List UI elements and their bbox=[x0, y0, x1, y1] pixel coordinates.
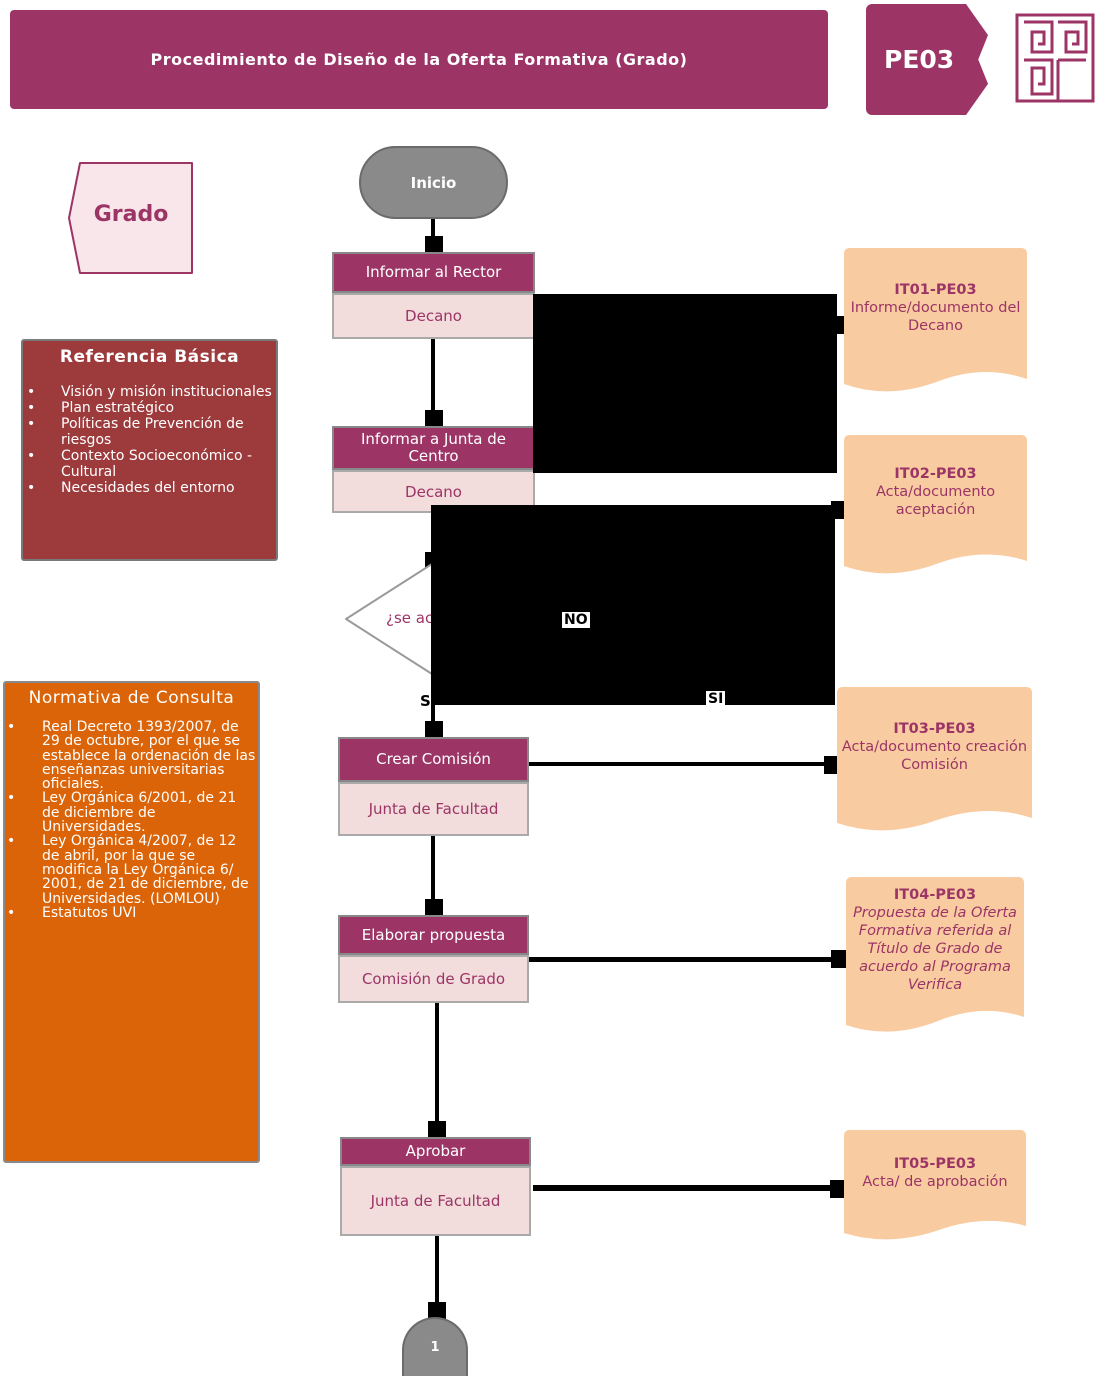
page-title: Procedimiento de Diseño de la Oferta For… bbox=[150, 50, 688, 69]
scope-label: Grado bbox=[93, 202, 169, 227]
flow-connector bbox=[431, 337, 435, 427]
document-text: Acta/documento aceptación bbox=[875, 484, 996, 518]
document-code: IT04-PE03 bbox=[893, 887, 977, 903]
step-action-label: Aprobar bbox=[405, 1142, 466, 1160]
greek-key-logo bbox=[1015, 13, 1095, 103]
consult-title: Normativa de Consulta bbox=[28, 688, 235, 708]
procedure-code: PE03 bbox=[884, 45, 955, 74]
step-action: Informar al Rector bbox=[332, 252, 535, 293]
reference-item: Necesidades del entorno bbox=[23, 480, 276, 496]
step-actor: Junta de Facultad bbox=[338, 782, 529, 836]
decision-yes-label: SI bbox=[420, 692, 437, 710]
document-text: Propuesta de la Oferta Formativa referid… bbox=[853, 905, 1017, 993]
step-actor: Junta de Facultad bbox=[340, 1166, 531, 1236]
reference-title: Referencia Básica bbox=[59, 347, 240, 367]
document-text: Acta/ de aprobación bbox=[862, 1174, 1008, 1190]
reference-box: Referencia Básica Visión y misión instit… bbox=[21, 339, 278, 561]
consult-box: Normativa de Consulta Real Decreto 1393/… bbox=[3, 681, 260, 1163]
decision-diamond bbox=[345, 563, 433, 675]
step-action: Aprobar bbox=[340, 1137, 531, 1166]
step-actor-label: Junta de Facultad bbox=[370, 1192, 501, 1210]
document-code: IT01-PE03 bbox=[894, 282, 977, 298]
consult-item: Ley Orgánica 4/2007, de 12 de abril, por… bbox=[5, 834, 258, 906]
flow-connector bbox=[435, 1001, 439, 1138]
step-action: Elaborar propuesta bbox=[338, 915, 529, 955]
reference-item: Plan estratégico bbox=[23, 400, 276, 416]
procedure-code-tab: PE03 bbox=[866, 4, 988, 115]
flow-connector bbox=[431, 217, 435, 252]
consult-item: Real Decreto 1393/2007, de 29 de octubre… bbox=[5, 720, 258, 792]
step-actor-label: Decano bbox=[405, 482, 462, 501]
end-connector: 1 bbox=[402, 1317, 468, 1376]
redaction-block bbox=[431, 505, 835, 705]
arrow-head bbox=[425, 721, 443, 739]
document-text: Informe/documento del Decano bbox=[850, 300, 1021, 334]
start-label: Inicio bbox=[410, 173, 457, 192]
reference-item: Políticas de Prevención de riesgos bbox=[23, 416, 276, 448]
step-action: Crear Comisión bbox=[338, 737, 529, 782]
redaction-block bbox=[533, 294, 837, 473]
step-actor: Comisión de Grado bbox=[338, 955, 529, 1003]
decision-no-label: NO bbox=[562, 612, 590, 628]
document-code: IT05-PE03 bbox=[893, 1156, 977, 1172]
decision-yes-label-2: SI bbox=[706, 691, 726, 707]
step-actor: Decano bbox=[332, 293, 535, 339]
consult-item: Ley Orgánica 6/2001, de 21 de diciembre … bbox=[5, 791, 258, 834]
document-code: IT02-PE03 bbox=[894, 466, 977, 482]
step-actor-label: Decano bbox=[405, 307, 462, 325]
arrow-head bbox=[425, 410, 443, 428]
arrow-head bbox=[428, 1121, 446, 1139]
step-actor-label: Junta de Facultad bbox=[368, 800, 499, 818]
document-connector bbox=[533, 1185, 839, 1191]
arrow-head bbox=[425, 899, 443, 917]
flow-connector bbox=[431, 834, 435, 916]
document-connector bbox=[527, 957, 837, 962]
decision-question: ¿se ac bbox=[386, 609, 434, 627]
reference-item: Contexto Socioeconómico - Cultural bbox=[23, 448, 276, 480]
step-action-label: Informar al Rector bbox=[365, 263, 502, 281]
arrow-head bbox=[831, 950, 849, 968]
arrow-head bbox=[428, 1302, 446, 1320]
flow-connector bbox=[435, 1234, 439, 1310]
end-connector-label: 1 bbox=[430, 1340, 440, 1355]
step-action-label: Informar a Junta de Centro bbox=[360, 430, 507, 465]
step-actor-label: Comisión de Grado bbox=[361, 970, 506, 988]
start-terminal: Inicio bbox=[359, 146, 508, 219]
reference-item: Visión y misión institucionales bbox=[23, 384, 276, 400]
step-action-label: Elaborar propuesta bbox=[361, 925, 506, 944]
arrow-head bbox=[830, 1180, 848, 1198]
document-connector bbox=[527, 762, 837, 766]
consult-item: Estatutos UVI bbox=[5, 906, 258, 921]
scope-tag: Grado bbox=[68, 162, 194, 274]
header-title-bar: Procedimiento de Diseño de la Oferta For… bbox=[10, 10, 828, 109]
arrow-head bbox=[425, 236, 443, 254]
document-code: IT03-PE03 bbox=[893, 721, 976, 737]
step-action: Informar a Junta de Centro bbox=[332, 426, 535, 470]
document-text: Acta/documento creación Comisión bbox=[841, 739, 1028, 773]
flow-connector bbox=[431, 696, 435, 738]
step-action-label: Crear Comisión bbox=[376, 750, 491, 768]
